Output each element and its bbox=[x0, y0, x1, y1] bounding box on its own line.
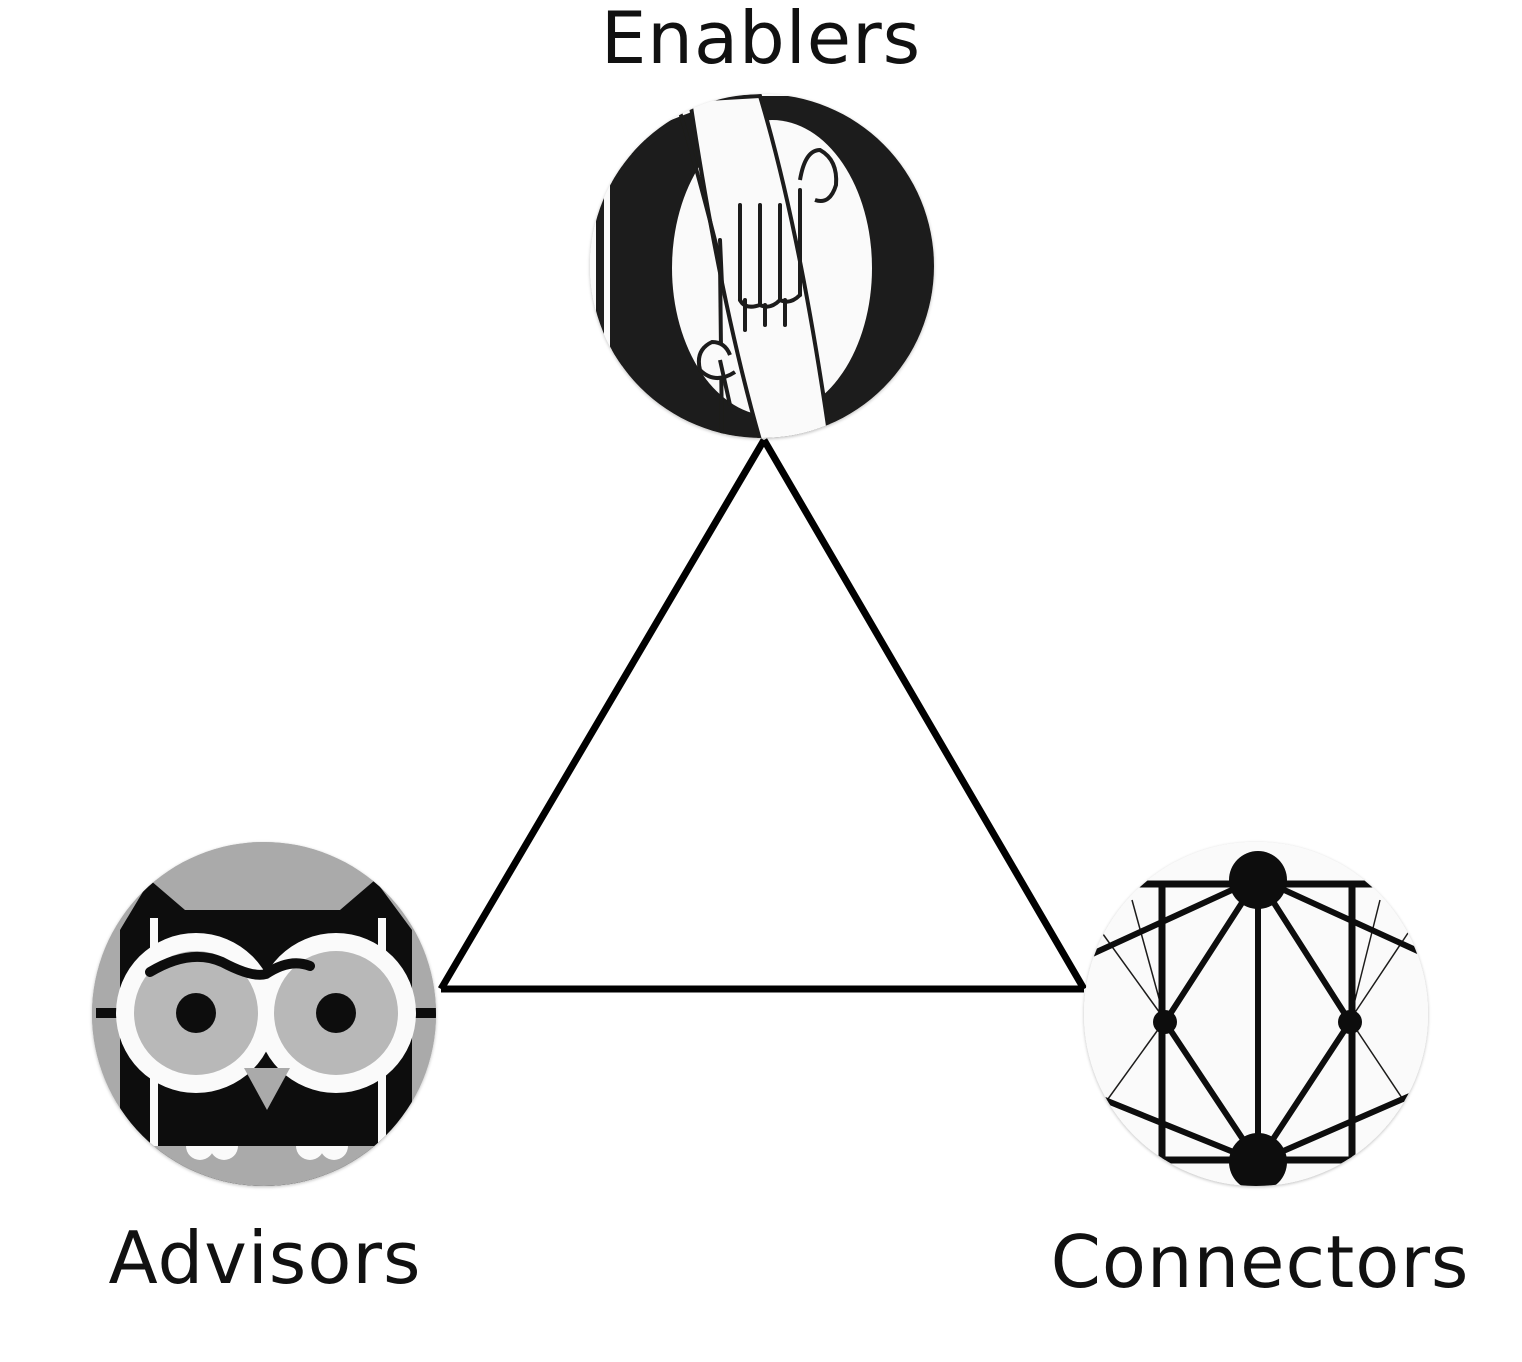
triangle-edges bbox=[437, 438, 1088, 993]
edge-connectors-enablers bbox=[760, 438, 1088, 991]
edge-enablers-advisors bbox=[437, 438, 768, 991]
network-icon bbox=[1084, 842, 1428, 1186]
enablers-label: Enablers bbox=[600, 0, 922, 80]
advisors-label: Advisors bbox=[108, 1216, 422, 1300]
connectors-label: Connectors bbox=[1050, 1220, 1470, 1304]
joined-hands-icon bbox=[590, 94, 934, 438]
owl-icon bbox=[92, 842, 436, 1186]
